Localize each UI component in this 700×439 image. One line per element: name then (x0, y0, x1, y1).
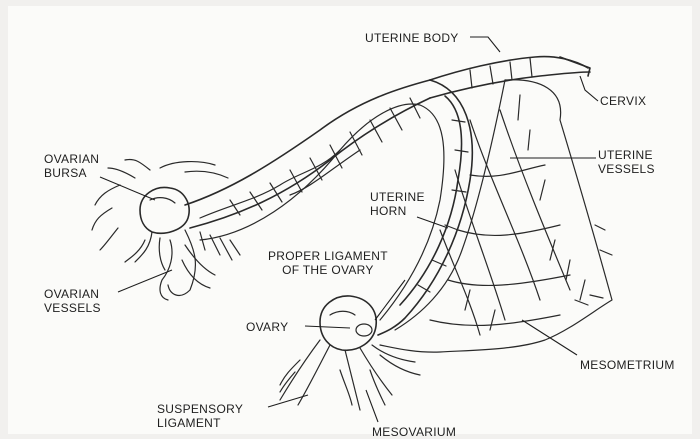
leader-ovarian-bursa (100, 177, 155, 200)
leader-proper-ligament (375, 280, 405, 320)
label-uterine-horn: UTERINE HORN (370, 190, 425, 218)
label-mesovarium: MESOVARIUM (372, 425, 456, 439)
uterine-body-shape (430, 57, 590, 98)
leader-mesovarium (366, 390, 378, 422)
leader-ovarian-vessels (118, 270, 172, 292)
label-ovarian-vessels: OVARIAN VESSELS (44, 287, 101, 315)
leader-ovary (305, 326, 350, 328)
right-ovary (320, 296, 376, 350)
leader-cervix (580, 76, 598, 101)
label-proper-ligament: PROPER LIGAMENT OF THE OVARY (268, 249, 388, 277)
label-cervix: CERVIX (600, 94, 646, 108)
left-ovary (140, 187, 189, 233)
leader-suspensory-ligament (268, 395, 308, 407)
label-uterine-vessels: UTERINE VESSELS (598, 148, 655, 176)
leader-mesometrium (522, 320, 577, 355)
label-suspensory-ligament: SUSPENSORY LIGAMENT (157, 402, 243, 430)
label-ovarian-bursa: OVARIAN BURSA (44, 152, 99, 180)
label-ovary: OVARY (246, 320, 288, 334)
left-fringe (92, 159, 240, 300)
leader-uterine-body (470, 37, 500, 52)
label-uterine-body: UTERINE BODY (365, 31, 459, 45)
label-mesometrium: MESOMETRIUM (580, 358, 675, 372)
